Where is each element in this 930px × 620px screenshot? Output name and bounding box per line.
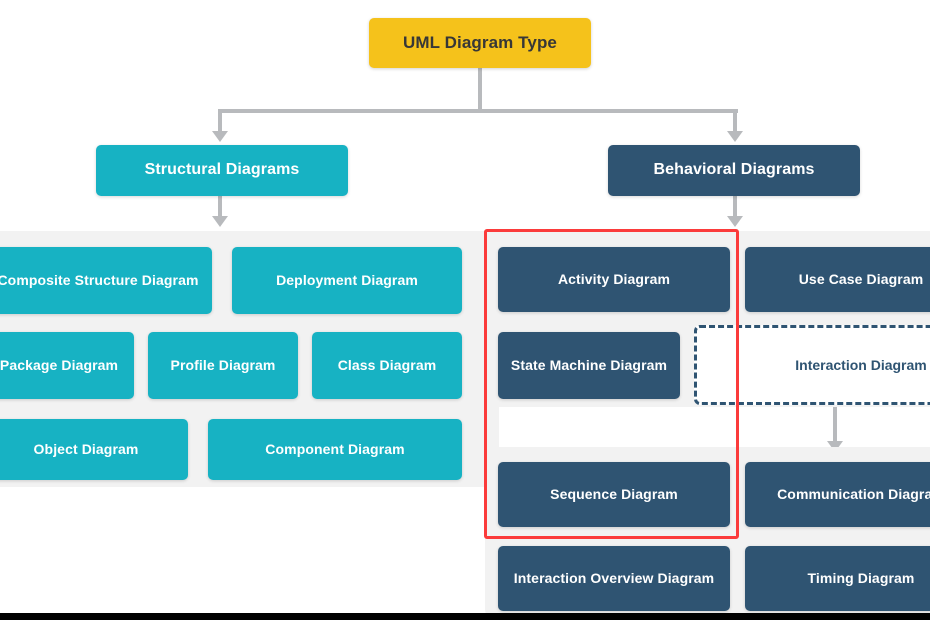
node-label: Deployment Diagram: [276, 272, 418, 289]
node-label: Composite Structure Diagram: [0, 272, 199, 289]
connector-root-trunk: [478, 68, 482, 112]
node-package-diagram[interactable]: Package Diagram: [0, 332, 134, 399]
node-label: Timing Diagram: [807, 570, 915, 587]
node-behavioral-diagrams[interactable]: Behavioral Diagrams: [608, 145, 860, 196]
node-label: Activity Diagram: [557, 271, 671, 288]
arrowhead-structural-panel: [212, 216, 228, 227]
node-label: Profile Diagram: [170, 357, 276, 374]
arrowhead-interaction-children: [827, 441, 843, 452]
arrowhead-to-structural: [212, 131, 228, 142]
node-label: Package Diagram: [0, 357, 119, 374]
node-label: Sequence Diagram: [550, 486, 678, 503]
node-label: State Machine Diagram: [510, 357, 668, 374]
connector-to-structural: [218, 109, 222, 133]
node-deployment-diagram[interactable]: Deployment Diagram: [232, 247, 462, 314]
node-label: Structural Diagrams: [144, 161, 300, 179]
node-profile-diagram[interactable]: Profile Diagram: [148, 332, 298, 399]
connector-interaction-to-children: [833, 404, 837, 444]
node-uml-diagram-type[interactable]: UML Diagram Type: [369, 18, 591, 68]
node-state-machine-diagram[interactable]: State Machine Diagram: [498, 332, 680, 399]
node-structural-diagrams[interactable]: Structural Diagrams: [96, 145, 348, 196]
node-label: Class Diagram: [337, 357, 437, 374]
node-label: Component Diagram: [265, 441, 405, 458]
node-use-case-diagram[interactable]: Use Case Diagram: [745, 247, 930, 312]
node-composite-structure-diagram[interactable]: Composite Structure Diagram: [0, 247, 212, 314]
node-class-diagram[interactable]: Class Diagram: [312, 332, 462, 399]
node-communication-diagram[interactable]: Communication Diagram: [745, 462, 930, 527]
connector-behavioral-to-panel: [733, 196, 737, 218]
node-label: Object Diagram: [33, 441, 139, 458]
node-label: Behavioral Diagrams: [653, 161, 815, 179]
arrowhead-behavioral-panel: [727, 216, 743, 227]
node-label: Interaction Overview Diagram: [513, 570, 715, 587]
bottom-edge-strip: [0, 613, 930, 620]
node-label: Use Case Diagram: [798, 271, 924, 288]
connector-structural-to-panel: [218, 196, 222, 218]
node-component-diagram[interactable]: Component Diagram: [208, 419, 462, 480]
group-label: Interaction Diagram: [795, 357, 927, 373]
node-label: UML Diagram Type: [402, 32, 557, 52]
node-sequence-diagram[interactable]: Sequence Diagram: [498, 462, 730, 527]
node-timing-diagram[interactable]: Timing Diagram: [745, 546, 930, 611]
node-object-diagram[interactable]: Object Diagram: [0, 419, 188, 480]
connector-to-behavioral: [733, 109, 737, 133]
node-activity-diagram[interactable]: Activity Diagram: [498, 247, 730, 312]
connector-root-crossbar: [220, 109, 738, 113]
group-interaction-diagram[interactable]: Interaction Diagram: [694, 325, 930, 405]
arrowhead-to-behavioral: [727, 131, 743, 142]
node-interaction-overview-diagram[interactable]: Interaction Overview Diagram: [498, 546, 730, 611]
node-label: Communication Diagram: [777, 486, 930, 503]
